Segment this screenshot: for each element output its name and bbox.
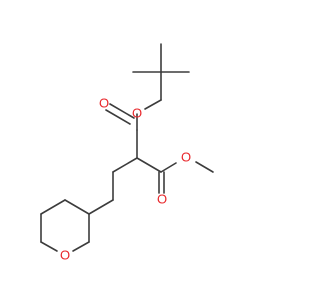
atom-label-oxygen: O <box>132 105 142 120</box>
bond <box>40 241 58 252</box>
atom-label-oxygen: O <box>181 149 191 164</box>
bond <box>88 199 114 215</box>
bond <box>112 157 138 173</box>
atom-label-oxygen: O <box>99 95 109 110</box>
bond <box>40 199 66 215</box>
bond <box>136 157 162 173</box>
atom-label-oxygen: O <box>60 247 70 262</box>
bond <box>144 99 162 110</box>
bond <box>195 161 214 173</box>
atom-label-oxygen: O <box>157 191 167 206</box>
bond <box>160 162 177 173</box>
molecule-diagram: O O O O O <box>40 43 214 262</box>
double-bond <box>109 103 135 119</box>
bond <box>64 199 90 215</box>
bond <box>72 241 90 252</box>
structure-canvas: O O O O O <box>40 43 214 262</box>
double-bond <box>105 109 131 125</box>
